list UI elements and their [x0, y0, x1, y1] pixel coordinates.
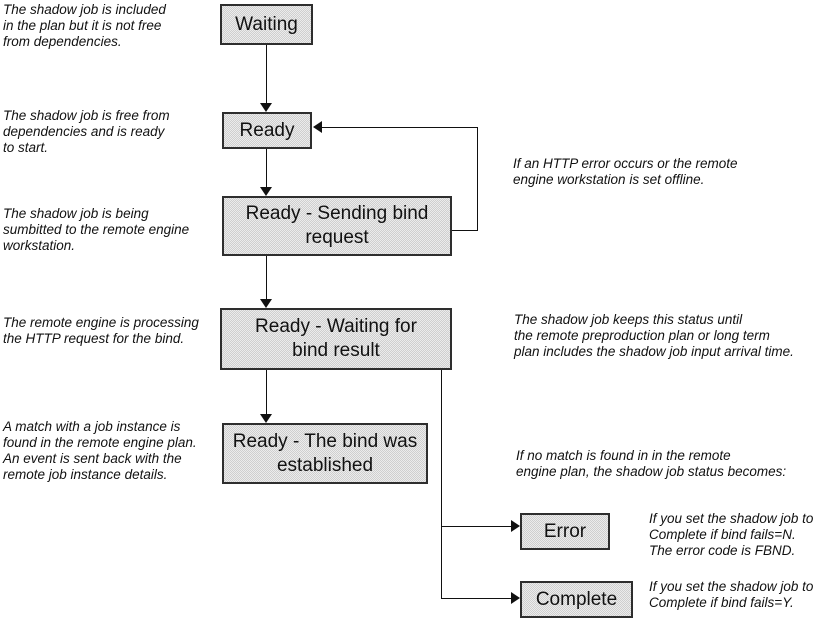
- state-label: Ready - The bind was: [232, 430, 418, 452]
- note-line: engine workstation is set offline.: [513, 172, 705, 187]
- arrowhead-down-icon: [260, 299, 272, 308]
- note-line: If an HTTP error occurs or the remote: [513, 156, 738, 171]
- state-label: Complete: [535, 588, 618, 610]
- connector-branch-vertical: [441, 370, 442, 599]
- note-complete-condition: If you set the shadow job to Complete if…: [649, 579, 813, 611]
- note-line: The remote engine is processing: [3, 315, 199, 330]
- state-box-sending-bind-request: Ready - Sending bind request: [222, 196, 452, 256]
- connector-loop-top: [322, 127, 478, 128]
- arrowhead-down-icon: [260, 414, 272, 423]
- note-processing-description: The remote engine is processing the HTTP…: [3, 315, 199, 347]
- note-line: An event is sent back with the: [3, 451, 182, 466]
- state-label: bind result: [292, 340, 380, 361]
- state-box-complete: Complete: [520, 581, 633, 618]
- arrowhead-down-icon: [260, 187, 272, 196]
- note-line: If you set the shadow job to: [649, 579, 814, 594]
- state-label: request: [305, 227, 369, 248]
- note-line: workstation.: [3, 238, 76, 253]
- note-line: A match with a job instance is: [3, 419, 181, 434]
- state-box-bind-established: Ready - The bind was established: [222, 423, 428, 484]
- note-match-found-description: A match with a job instance is found in …: [3, 419, 197, 483]
- note-line: If you set the shadow job to: [649, 511, 814, 526]
- arrowhead-down-icon: [260, 103, 272, 112]
- note-line: the HTTP request for the bind.: [3, 331, 185, 346]
- note-line: plan includes the shadow job input arriv…: [514, 344, 794, 359]
- note-error-condition: If you set the shadow job to Complete if…: [649, 511, 813, 559]
- note-sending-description: The shadow job is being sumbitted to the…: [3, 206, 189, 254]
- note-line: sumbitted to the remote engine: [3, 222, 190, 237]
- note-keeps-status: The shadow job keeps this status until t…: [514, 312, 794, 360]
- note-no-match: If no match is found in in the remote en…: [516, 448, 786, 480]
- connector-result-to-established: [266, 370, 267, 415]
- note-line: The shadow job is included: [3, 2, 166, 17]
- state-label: Ready: [239, 119, 295, 141]
- state-label: Waiting: [235, 13, 298, 35]
- note-line: found in the remote engine plan.: [3, 435, 197, 450]
- state-label: established: [276, 454, 374, 476]
- note-line: The error code is FBND.: [649, 543, 796, 558]
- arrowhead-right-icon: [511, 520, 520, 532]
- state-label: Ready - Waiting for: [255, 316, 417, 337]
- note-line: the remote preproduction plan or long te…: [514, 328, 770, 343]
- note-line: Complete if bind fails=Y.: [649, 595, 794, 610]
- note-ready-description: The shadow job is free from dependencies…: [3, 108, 170, 156]
- state-box-ready: Ready: [222, 112, 312, 149]
- connector-branch-to-error: [441, 526, 511, 527]
- connector-waiting-to-ready: [266, 45, 267, 103]
- note-line: The shadow job is being: [3, 206, 149, 221]
- arrowhead-right-icon: [511, 592, 520, 604]
- note-line: from dependencies.: [3, 34, 122, 49]
- connector-loop-vertical: [477, 127, 478, 231]
- note-line: The shadow job is free from: [3, 108, 170, 123]
- state-label: Ready - Sending bind: [245, 203, 429, 224]
- connector-sending-to-result: [266, 256, 267, 300]
- note-line: dependencies and is ready: [3, 124, 165, 139]
- connector-loop-bottom: [452, 230, 478, 231]
- note-line: remote job instance details.: [3, 467, 168, 482]
- note-line: in the plan but it is not free: [3, 18, 162, 33]
- connector-ready-to-sending: [266, 149, 267, 188]
- note-waiting-description: The shadow job is included in the plan b…: [3, 2, 166, 50]
- note-http-error: If an HTTP error occurs or the remote en…: [513, 156, 738, 188]
- state-box-error: Error: [520, 513, 610, 550]
- arrowhead-left-icon: [313, 121, 322, 133]
- state-label: Error: [543, 520, 587, 542]
- state-box-waiting: Waiting: [220, 4, 313, 45]
- note-line: Complete if bind fails=N.: [649, 527, 796, 542]
- note-line: engine plan, the shadow job status becom…: [516, 464, 787, 479]
- note-line: The shadow job keeps this status until: [514, 312, 743, 327]
- note-line: to start.: [3, 140, 49, 155]
- note-line: If no match is found in in the remote: [516, 448, 731, 463]
- connector-branch-to-complete: [441, 598, 511, 599]
- state-box-waiting-for-bind-result: Ready - Waiting for bind result: [220, 308, 452, 370]
